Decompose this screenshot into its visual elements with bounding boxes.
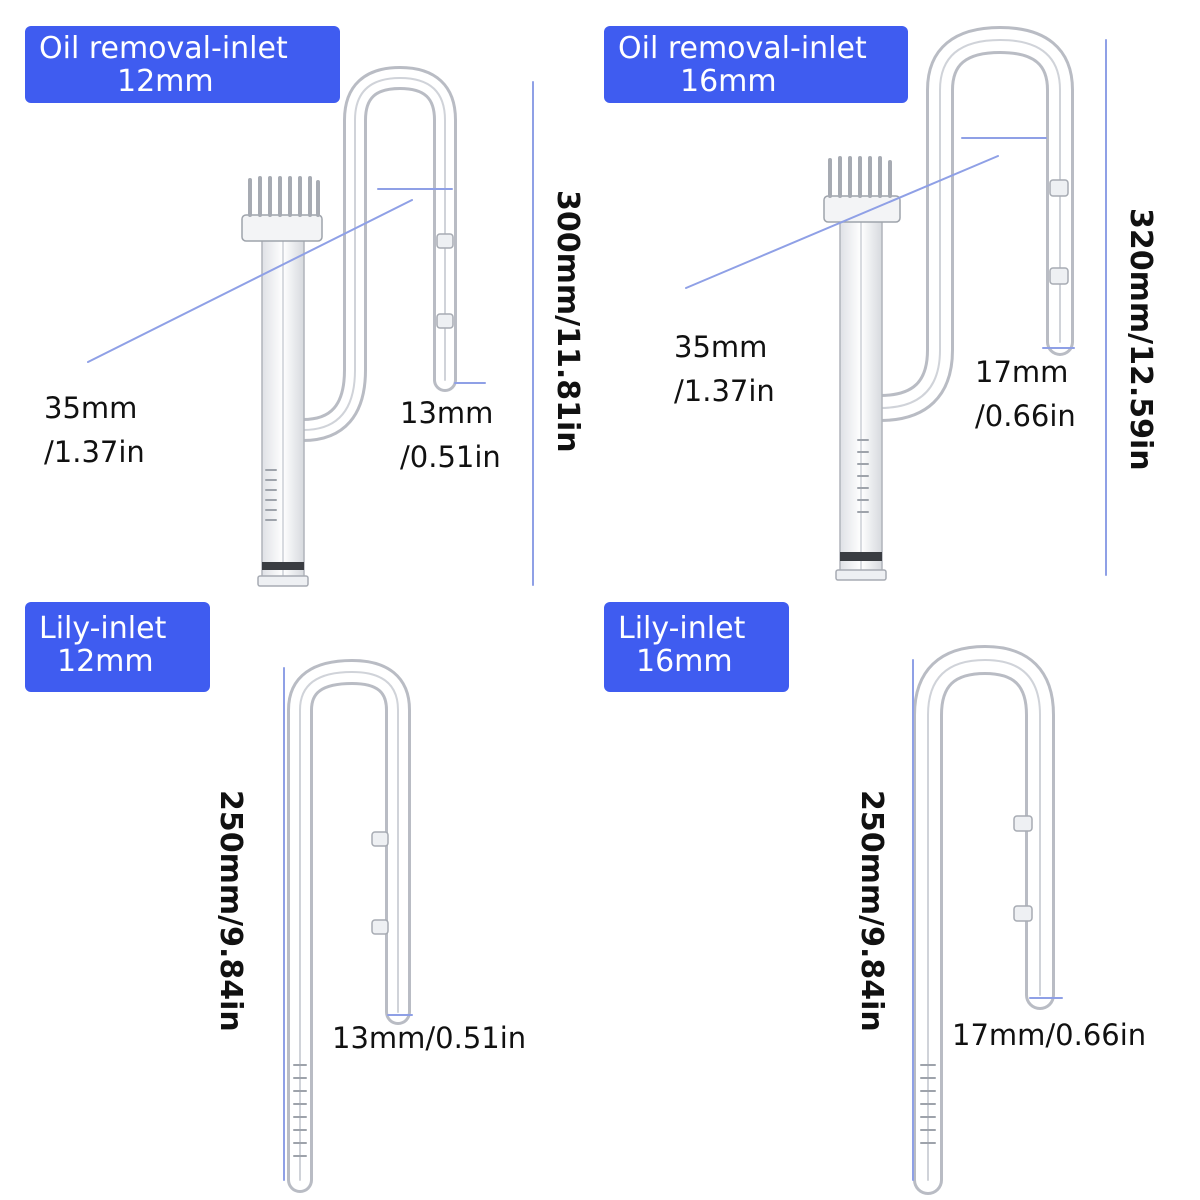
height-label-320mm: 320mm/12.59in <box>1123 208 1158 471</box>
width-label-12mm: 35mm /1.37in <box>44 391 145 469</box>
height-label-300mm: 300mm/11.81in <box>550 190 585 453</box>
badge-oil-removal-inlet-16mm: Oil removal-inlet 16mm <box>604 26 908 103</box>
outlet-label-lily-16mm: 17mm/0.66in <box>952 1018 1147 1052</box>
lily-inlet-12mm-drawing <box>283 658 413 1193</box>
badge-title: Lily-inlet <box>39 611 167 646</box>
badge-title: Oil removal-inlet <box>39 31 288 66</box>
badge-title: Oil removal-inlet <box>618 31 867 66</box>
badge-size: 12mm <box>117 64 214 99</box>
oil-removal-inlet-16mm-drawing <box>685 25 1107 581</box>
badge-lily-inlet-12mm: Lily-inlet 12mm <box>25 602 210 692</box>
badge-lily-inlet-16mm: Lily-inlet 16mm <box>604 602 789 692</box>
outlet-label-12mm: 13mm /0.51in <box>400 396 501 474</box>
outlet-label-16mm: 17mm /0.66in <box>975 355 1076 433</box>
lily-inlet-16mm-drawing <box>912 644 1063 1195</box>
badge-title: Lily-inlet <box>618 611 746 646</box>
height-label-lily-16mm: 250mm/9.84in <box>854 790 889 1032</box>
badge-oil-removal-inlet-12mm: Oil removal-inlet 12mm <box>25 26 340 103</box>
badge-size: 16mm <box>680 64 777 99</box>
outlet-label-lily-12mm: 13mm/0.51in <box>332 1021 527 1055</box>
badge-size: 12mm <box>57 644 154 679</box>
height-label-lily-12mm: 250mm/9.84in <box>213 790 248 1032</box>
badge-size: 16mm <box>636 644 733 679</box>
width-label-16mm: 35mm /1.37in <box>674 330 775 408</box>
oil-removal-inlet-12mm-drawing <box>87 65 534 587</box>
